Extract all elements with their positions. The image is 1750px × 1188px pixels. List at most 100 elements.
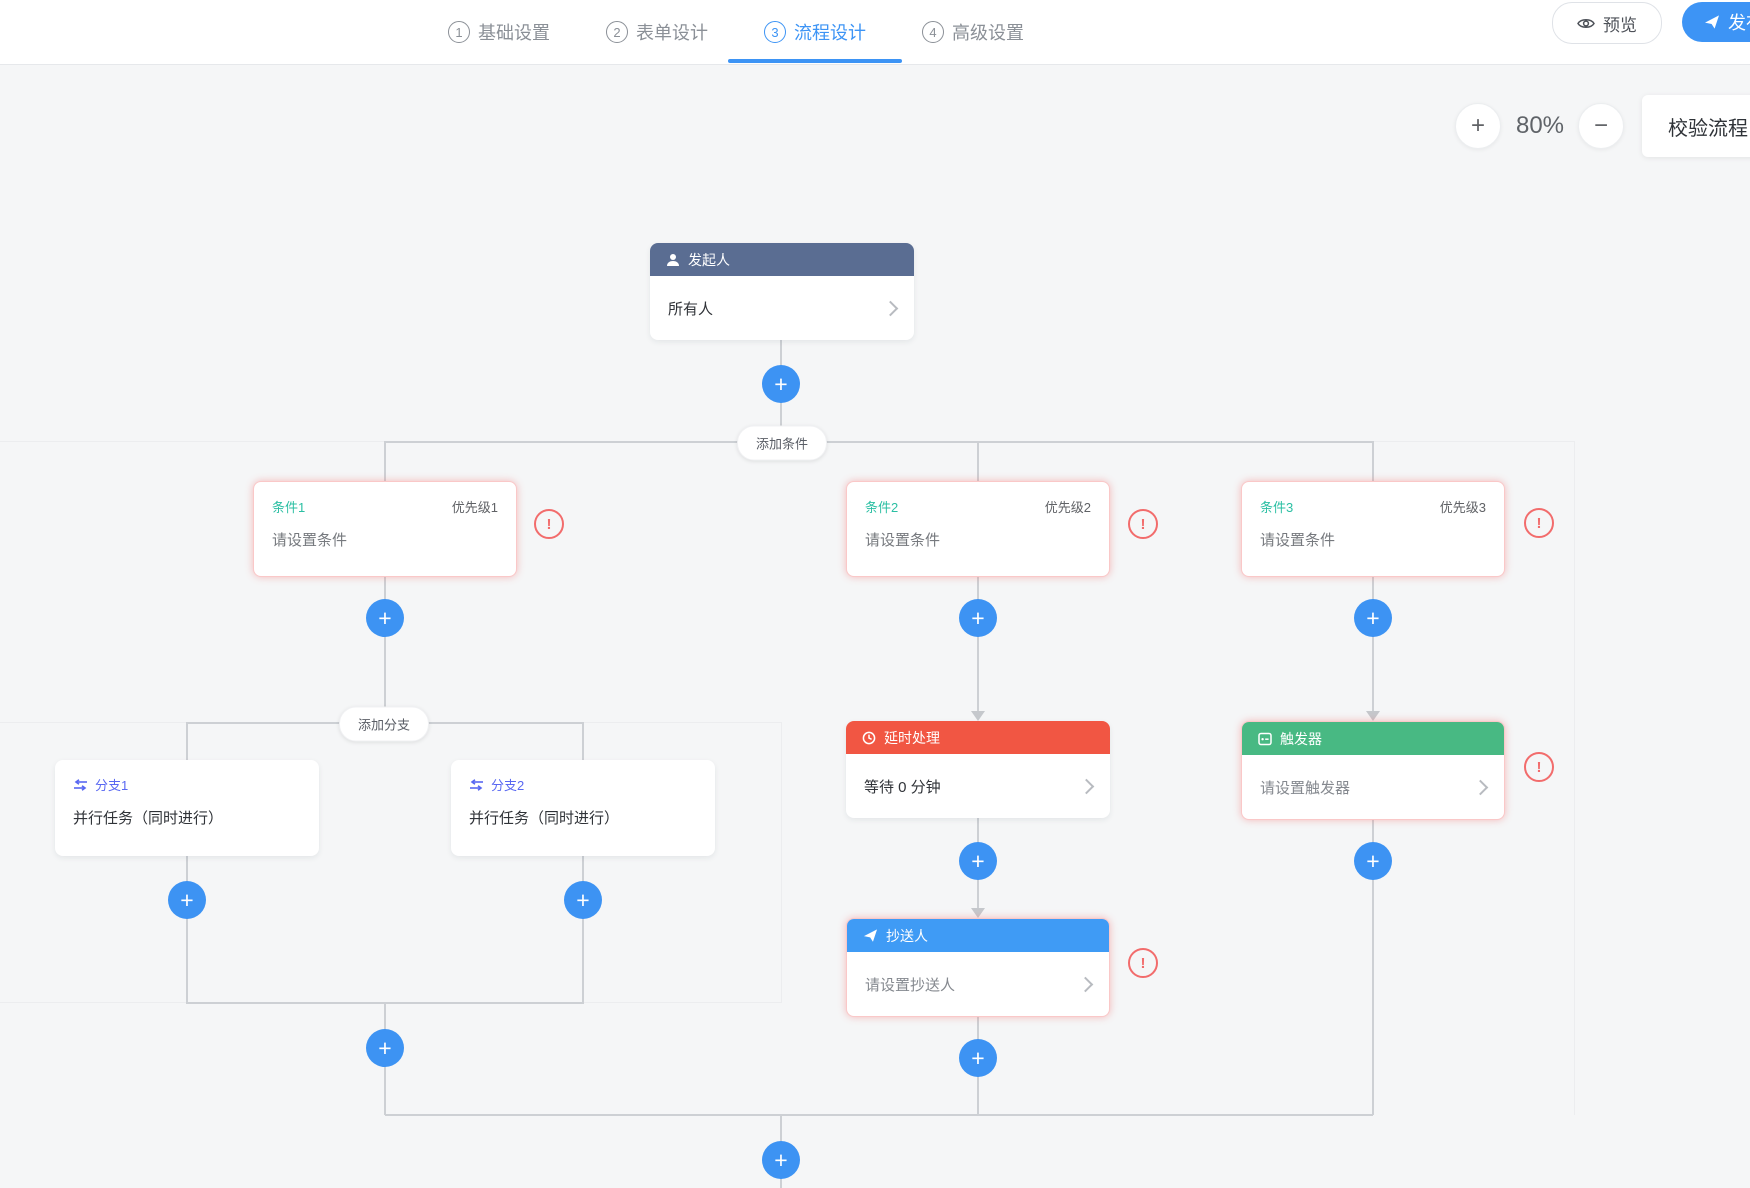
- trigger-node[interactable]: 触发器 请设置触发器: [1241, 721, 1505, 820]
- preview-label: 预览: [1603, 15, 1637, 35]
- condition-priority: 优先级1: [451, 500, 498, 515]
- connector-line: [385, 1114, 1373, 1116]
- trigger-node-body[interactable]: 请设置触发器: [1242, 755, 1504, 819]
- plus-icon: +: [971, 1044, 985, 1071]
- publish-label: 发布: [1728, 13, 1750, 33]
- add-node-button[interactable]: +: [1354, 842, 1392, 880]
- plus-icon: +: [378, 604, 392, 631]
- validate-flow-button[interactable]: 校验流程: [1642, 95, 1750, 157]
- parallel-icon: [74, 778, 87, 791]
- delay-node[interactable]: 延时处理 等待 0 分钟: [846, 721, 1110, 818]
- add-node-button[interactable]: +: [959, 599, 997, 637]
- step-number: 2: [606, 21, 628, 43]
- node-value: 等待 0 分钟: [864, 778, 941, 796]
- connector-line: [384, 441, 386, 481]
- branch-desc: 并行任务（同时进行）: [73, 810, 224, 827]
- exclamation-glyph: !: [1140, 954, 1146, 972]
- tab-label: 基础设置: [478, 23, 550, 43]
- delay-node-header: 延时处理: [846, 721, 1110, 754]
- add-node-button[interactable]: +: [366, 599, 404, 637]
- tab-basic-settings[interactable]: 1 基础设置: [448, 0, 550, 64]
- add-node-button[interactable]: +: [168, 881, 206, 919]
- condition-node-1[interactable]: 条件1 优先级1 请设置条件: [253, 481, 517, 577]
- exclamation-glyph: !: [1536, 514, 1542, 532]
- user-icon: [667, 253, 679, 266]
- arrow-down-icon: [971, 711, 985, 721]
- warning-icon: !: [1524, 752, 1554, 782]
- tab-advanced-settings[interactable]: 4 高级设置: [922, 0, 1024, 64]
- node-value: 请设置抄送人: [865, 976, 956, 994]
- step-number: 4: [922, 21, 944, 43]
- cc-node[interactable]: 抄送人 请设置抄送人: [846, 918, 1110, 1017]
- validate-flow-label: 校验流程: [1668, 117, 1748, 140]
- warning-icon: !: [534, 509, 564, 539]
- connector-line: [384, 575, 386, 723]
- add-condition-pill[interactable]: 添加条件: [736, 425, 828, 461]
- connector-line: [385, 441, 1373, 443]
- canvas-divider: [781, 722, 782, 1003]
- node-title: 抄送人: [886, 927, 928, 944]
- plus-icon: +: [774, 1146, 788, 1173]
- add-node-button[interactable]: +: [959, 1039, 997, 1077]
- trigger-node-header: 触发器: [1242, 722, 1504, 755]
- zoom-in-button[interactable]: +: [1455, 103, 1501, 149]
- plus-icon: +: [1366, 604, 1380, 631]
- node-value: 请设置触发器: [1260, 779, 1351, 797]
- condition-priority: 优先级3: [1439, 500, 1486, 515]
- add-node-button[interactable]: +: [762, 365, 800, 403]
- step-tabs: 1 基础设置 2 表单设计 3 流程设计 4 高级设置: [448, 0, 1024, 64]
- plus-icon: +: [774, 370, 788, 397]
- exclamation-glyph: !: [1140, 515, 1146, 533]
- tab-form-design[interactable]: 2 表单设计: [606, 0, 708, 64]
- warning-icon: !: [1128, 509, 1158, 539]
- condition-node-3[interactable]: 条件3 优先级3 请设置条件: [1241, 481, 1505, 577]
- add-node-button[interactable]: +: [564, 881, 602, 919]
- add-condition-label: 添加条件: [755, 436, 809, 452]
- plus-icon: +: [378, 1034, 392, 1061]
- delay-node-body[interactable]: 等待 0 分钟: [846, 754, 1110, 818]
- canvas-divider: [1574, 441, 1575, 1115]
- tab-label: 流程设计: [794, 23, 866, 43]
- initiator-node-body[interactable]: 所有人: [650, 276, 914, 340]
- plus-icon: +: [576, 886, 590, 913]
- add-node-button[interactable]: +: [366, 1029, 404, 1067]
- publish-button[interactable]: 发布: [1682, 2, 1750, 42]
- branch-node-2[interactable]: 分支2 并行任务（同时进行）: [451, 760, 715, 856]
- tab-process-design[interactable]: 3 流程设计: [728, 0, 902, 64]
- condition-priority: 优先级2: [1044, 500, 1091, 515]
- plus-icon: +: [971, 604, 985, 631]
- plus-icon: +: [971, 847, 985, 874]
- initiator-node[interactable]: 发起人 所有人: [650, 243, 914, 340]
- clock-icon: [862, 731, 876, 744]
- add-node-button[interactable]: +: [1354, 599, 1392, 637]
- zoom-level: 80%: [1515, 112, 1565, 139]
- branch-name: 分支2: [491, 778, 525, 793]
- condition-node-2[interactable]: 条件2 优先级2 请设置条件: [846, 481, 1110, 577]
- chevron-right-icon: [1472, 779, 1489, 795]
- tab-label: 表单设计: [636, 23, 708, 43]
- connector-line: [977, 441, 979, 481]
- cc-node-body[interactable]: 请设置抄送人: [847, 952, 1109, 1016]
- branch-node-1[interactable]: 分支1 并行任务（同时进行）: [55, 760, 319, 856]
- node-title: 发起人: [688, 251, 730, 268]
- condition-name: 条件2: [865, 500, 899, 515]
- connector-line: [186, 856, 188, 1004]
- add-branch-pill[interactable]: 添加分支: [338, 706, 430, 742]
- preview-button[interactable]: 预览: [1552, 2, 1662, 44]
- warning-icon: !: [1524, 508, 1554, 538]
- connector-line: [582, 856, 584, 1004]
- trigger-icon: [1258, 732, 1272, 745]
- add-node-button[interactable]: +: [959, 842, 997, 880]
- cc-node-header: 抄送人: [847, 919, 1109, 952]
- send-icon: [863, 929, 878, 942]
- connector-line: [186, 722, 188, 761]
- header-bar: 1 基础设置 2 表单设计 3 流程设计 4 高级设置 预览 发布: [0, 0, 1750, 65]
- condition-name: 条件1: [272, 500, 306, 515]
- plus-icon: +: [1366, 847, 1380, 874]
- tab-label: 高级设置: [952, 23, 1024, 43]
- connector-line: [977, 575, 979, 712]
- add-node-button[interactable]: +: [762, 1141, 800, 1179]
- zoom-out-button[interactable]: −: [1578, 103, 1624, 149]
- connector-line: [1372, 817, 1374, 1115]
- node-title: 触发器: [1280, 730, 1322, 747]
